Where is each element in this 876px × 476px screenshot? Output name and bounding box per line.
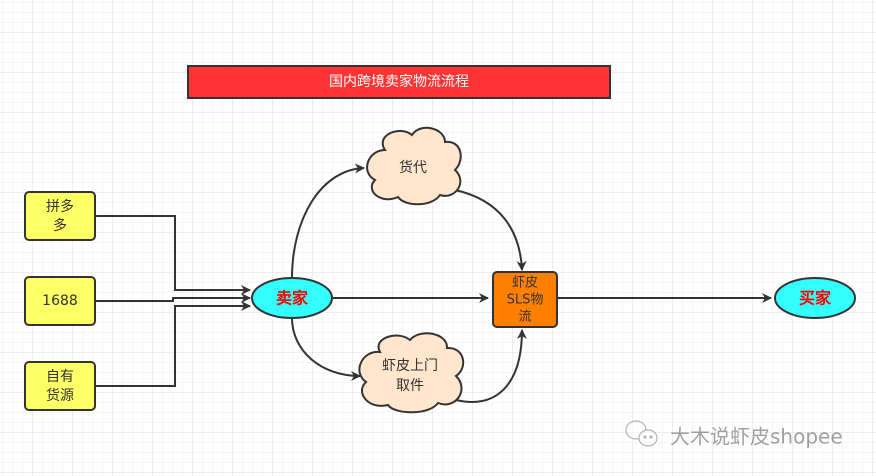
source-label: 货源 bbox=[46, 387, 74, 404]
shopee-sls-node[interactable]: 虾皮 SLS物 流 bbox=[492, 271, 558, 328]
watermark-text: 大木说虾皮shopee bbox=[670, 425, 843, 449]
wechat-icon bbox=[625, 420, 658, 447]
edge-pdd-seller bbox=[95, 215, 251, 295]
buyer-label: 买家 bbox=[799, 289, 832, 308]
pickup-label: 虾皮上门 bbox=[382, 358, 438, 374]
watermark: 大木说虾皮shopee bbox=[625, 420, 843, 449]
sls-label: SLS物 bbox=[507, 293, 544, 308]
pickup-label: 取件 bbox=[396, 378, 424, 394]
source-own-supply[interactable]: 自有 货源 bbox=[24, 361, 96, 411]
edge-1688-seller bbox=[95, 293, 251, 303]
forwarder-label: 货代 bbox=[399, 159, 427, 176]
buyer-node[interactable]: 买家 bbox=[774, 277, 856, 319]
shopee-pickup-cloud[interactable]: 虾皮上门 取件 bbox=[358, 332, 465, 414]
title-box[interactable]: 国内跨境卖家物流流程 bbox=[187, 65, 611, 99]
source-label: 多 bbox=[53, 217, 67, 234]
source-label: 自有 bbox=[46, 369, 74, 385]
source-pinduoduo[interactable]: 拼多 多 bbox=[24, 191, 96, 241]
seller-node[interactable]: 卖家 bbox=[251, 277, 333, 319]
edge-seller-forwarder bbox=[291, 163, 365, 279]
seller-label: 卖家 bbox=[276, 289, 309, 308]
title-text: 国内跨境卖家物流流程 bbox=[329, 73, 469, 90]
edge-seller-pickup bbox=[291, 317, 361, 381]
forwarder-cloud[interactable]: 货代 bbox=[366, 126, 462, 206]
edge-forwarder-sls bbox=[454, 189, 527, 271]
edge-own-seller bbox=[95, 301, 251, 387]
sls-label: 虾皮 bbox=[512, 276, 538, 291]
sls-label: 流 bbox=[518, 310, 531, 325]
source-label: 拼多 bbox=[46, 198, 74, 215]
source-label: 1688 bbox=[42, 293, 78, 309]
edge-pickup-sls bbox=[455, 329, 527, 403]
source-1688[interactable]: 1688 bbox=[24, 276, 96, 326]
